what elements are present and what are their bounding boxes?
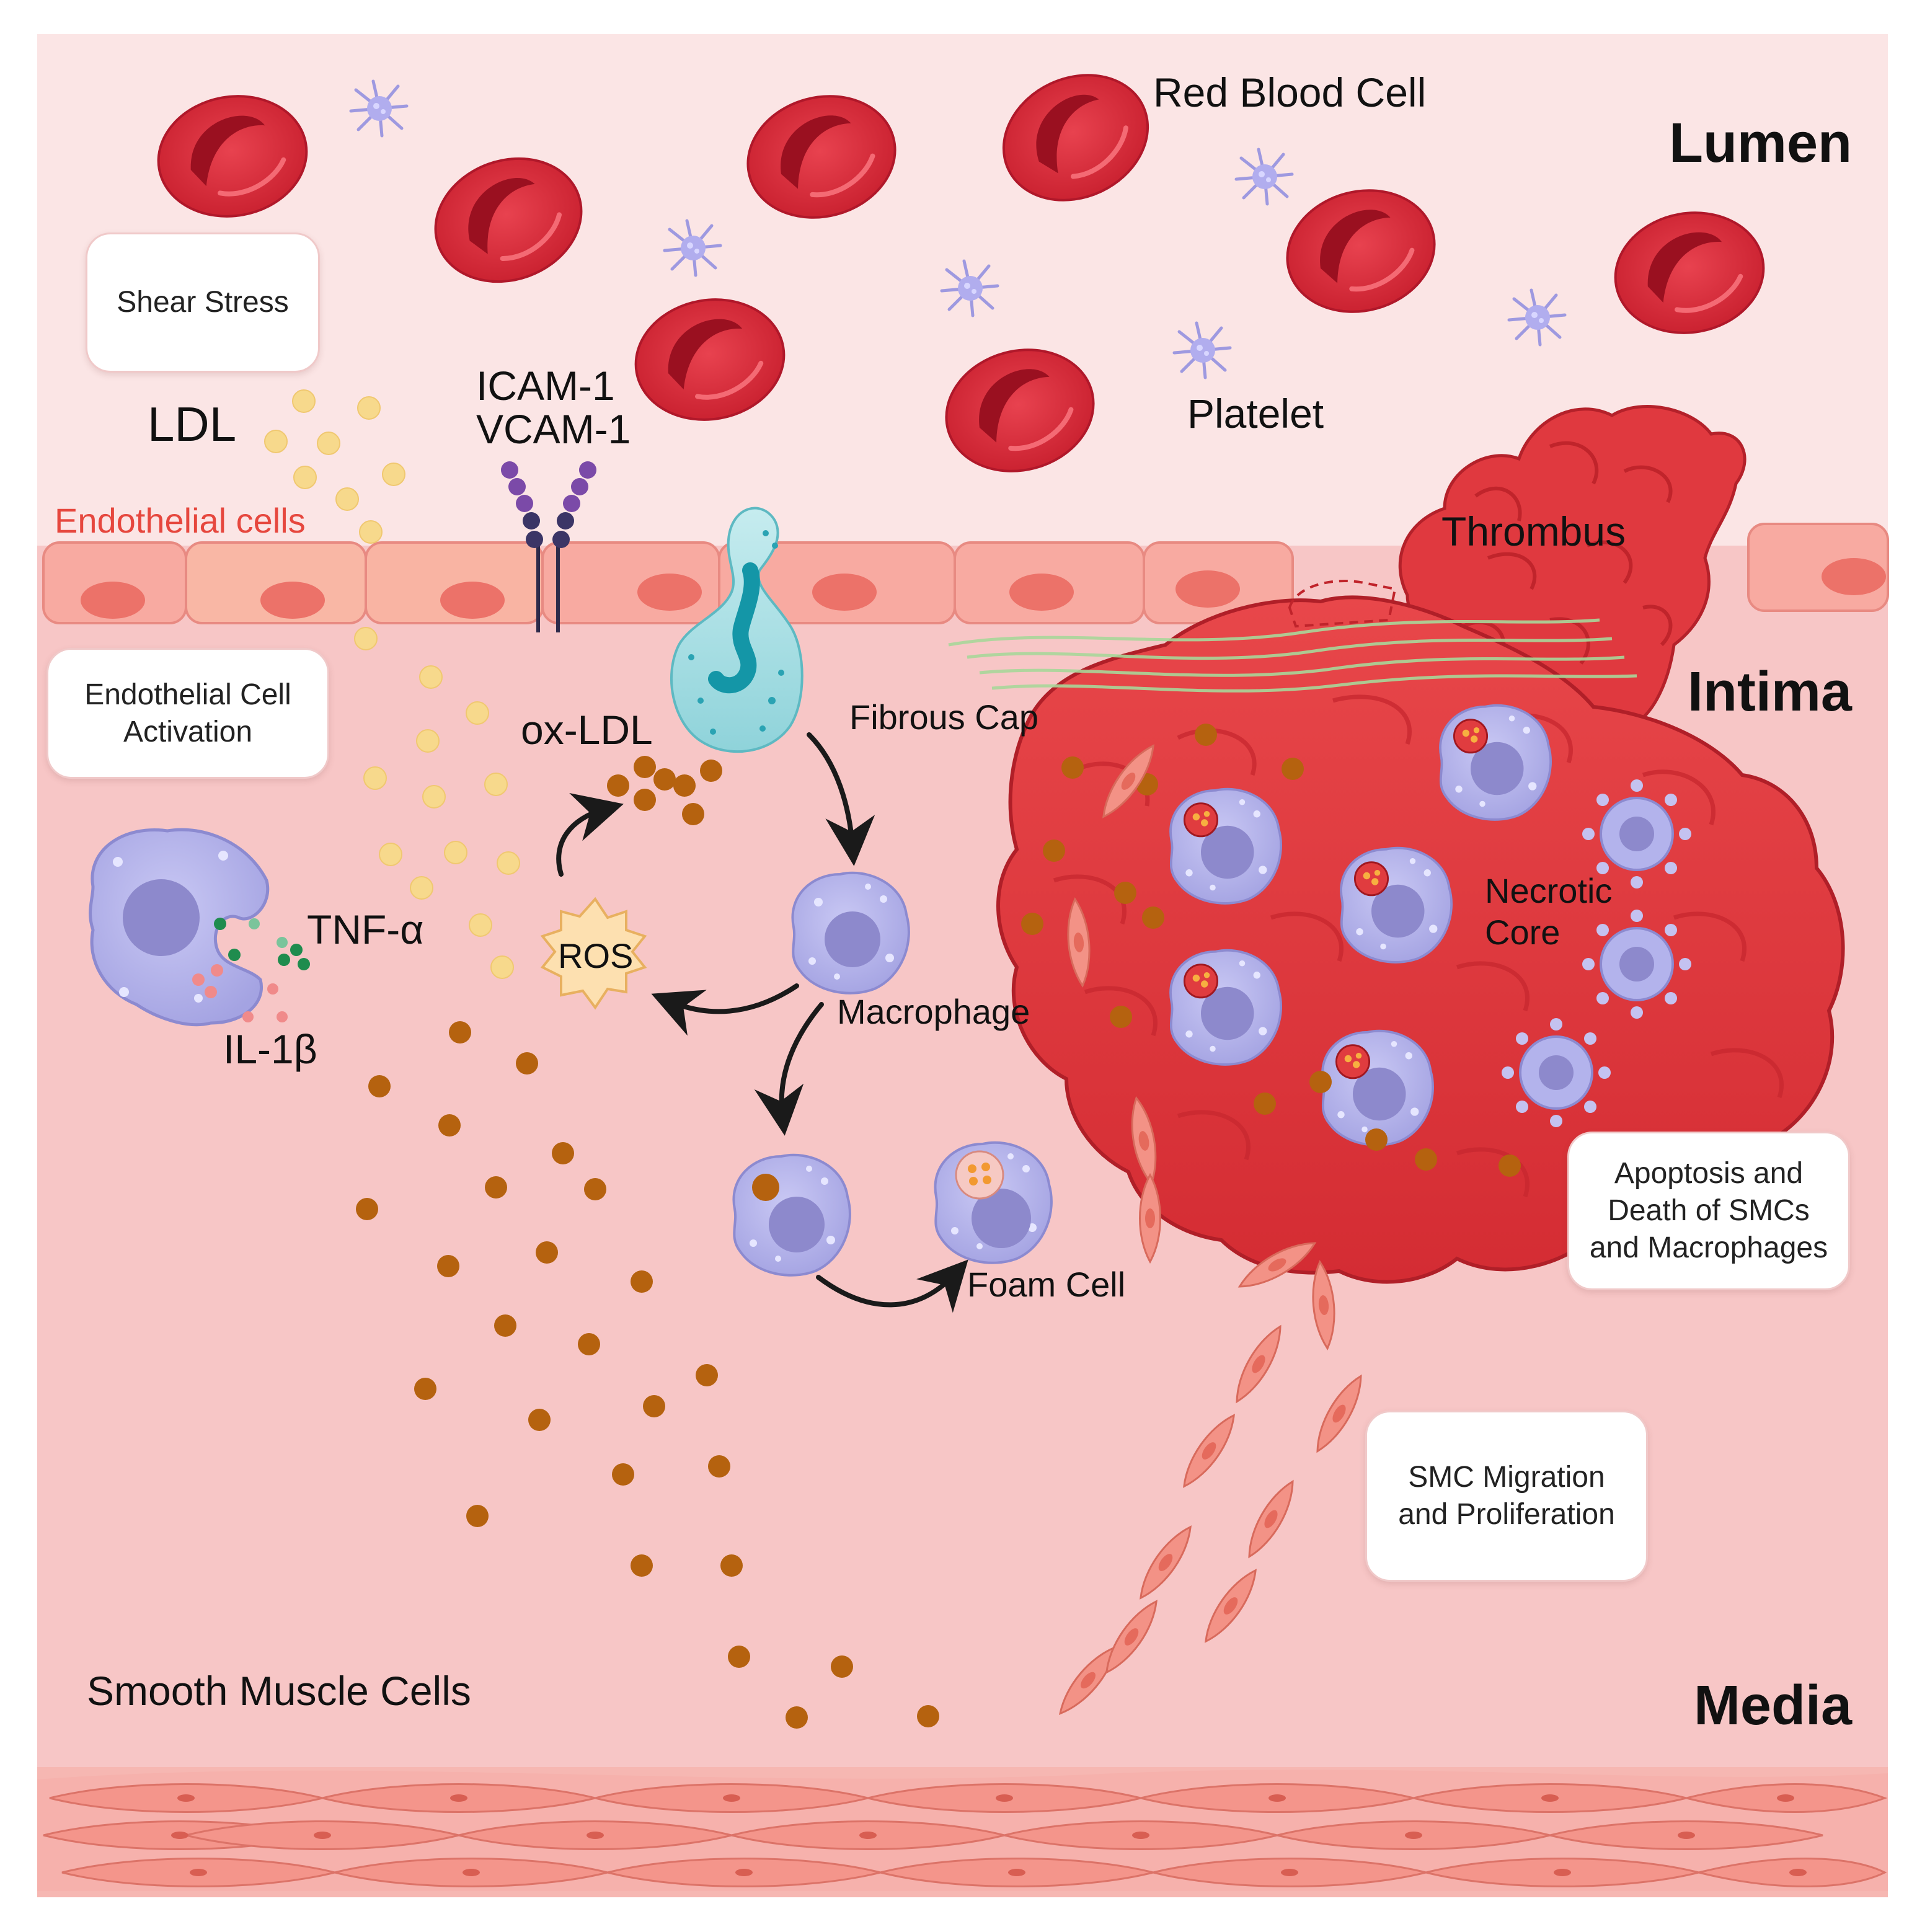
box-smc-migration: SMC Migration and Proliferation (1365, 1411, 1648, 1582)
icam-vcam-receptor (501, 461, 596, 632)
ox-ldl-particles (356, 756, 939, 1729)
apoptotic-cell (1582, 779, 1691, 888)
label-thrombus: Thrombus (1441, 508, 1626, 554)
label-ldl: LDL (148, 397, 237, 451)
activated-monocyte (89, 828, 310, 1027)
macrophage-engulfing (732, 1153, 851, 1277)
box-apoptosis-line2: Death of SMCs (1608, 1194, 1810, 1227)
label-icam: ICAM-1 (476, 363, 615, 409)
label-il-1-beta: IL-1β (223, 1026, 317, 1072)
label-necrotic-core-2: Core (1485, 913, 1561, 952)
label-macrophage: Macrophage (837, 992, 1030, 1031)
plaque-foam-cells (1021, 704, 1691, 1177)
label-smooth-muscle-cells: Smooth Muscle Cells (87, 1668, 471, 1714)
box-smc-migration-line2: and Proliferation (1398, 1498, 1615, 1531)
label-vcam: VCAM-1 (476, 406, 631, 452)
label-foam-cell: Foam Cell (967, 1265, 1126, 1304)
box-smc-migration-line1: SMC Migration (1408, 1461, 1605, 1494)
label-endothelial-cells: Endothelial cells (55, 501, 306, 540)
pathway-arrows (556, 732, 968, 1313)
layer-label-lumen: Lumen (1668, 112, 1852, 174)
macrophage-cell (791, 871, 910, 995)
ros-burst (540, 897, 647, 1010)
apoptotic-cell (1502, 1018, 1611, 1127)
box-shear-stress-text: Shear Stress (117, 286, 289, 319)
label-tnf-alpha: TNF-α (307, 906, 424, 952)
apoptotic-cell (1582, 910, 1691, 1019)
label-platelet: Platelet (1187, 391, 1324, 436)
transmigrating-monocyte (670, 507, 804, 753)
label-ros: ROS (558, 936, 634, 975)
box-apoptosis-line1: Apoptosis and (1614, 1157, 1804, 1190)
label-red-blood-cell: Red Blood Cell (1153, 69, 1427, 115)
box-apoptosis: Apoptosis and Death of SMCs and Macropha… (1567, 1132, 1850, 1290)
media-smc-band (37, 1770, 1888, 1891)
box-apoptosis-line3: and Macrophages (1589, 1231, 1828, 1264)
layer-label-intima: Intima (1687, 661, 1852, 723)
label-ox-ldl: ox-LDL (521, 707, 653, 753)
label-necrotic-core-1: Necrotic (1485, 871, 1613, 910)
layer-label-media: Media (1693, 1675, 1852, 1737)
foam-cell (934, 1141, 1053, 1264)
box-shear-stress: Shear Stress (86, 233, 320, 373)
label-fibrous-cap: Fibrous Cap (849, 698, 1039, 737)
box-endothelial-activation: Endothelial Cell Activation (46, 648, 329, 779)
endothelium (42, 523, 1889, 624)
box-endothelial-activation-line1: Endothelial Cell (84, 678, 291, 711)
box-endothelial-activation-line2: Activation (123, 715, 253, 748)
ldl-particles (264, 389, 520, 979)
